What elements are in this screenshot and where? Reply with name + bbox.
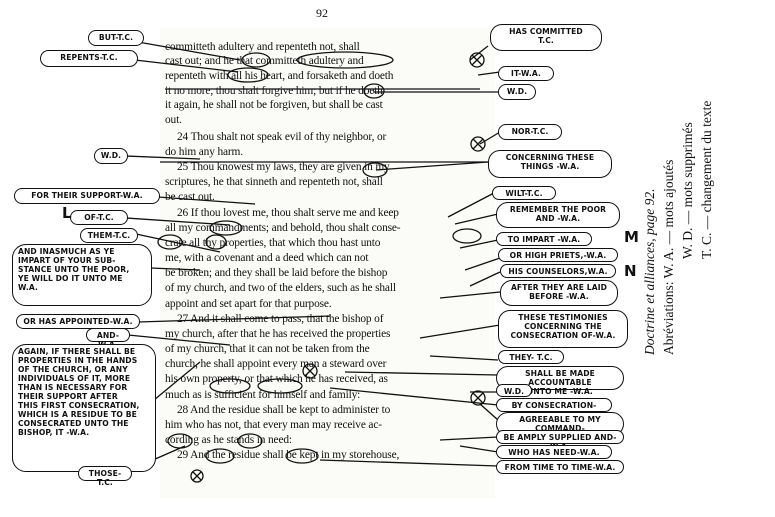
scripture-line: it no more, thou shalt forgive him; but … bbox=[165, 85, 383, 97]
scripture-line: crate all thy properties, that which tho… bbox=[165, 237, 381, 249]
scripture-line: my church, after that he has received th… bbox=[165, 328, 391, 340]
annotation-has-appointed: OR HAS APPOINTED-W.A. bbox=[16, 314, 140, 329]
scripture-line: be broken; and they shall be laid before… bbox=[165, 267, 388, 279]
scripture-line: cast out; and he that committeth adulter… bbox=[165, 55, 364, 67]
annotation-time-to-time: FROM TIME TO TIME-W.A. bbox=[496, 460, 624, 474]
scripture-line: 27 And it shall come to pass, that the b… bbox=[177, 313, 384, 325]
scripture-line: 28 And the residue shall be kept to admi… bbox=[177, 404, 391, 416]
scripture-line: me, with a covenant and a deed which can… bbox=[165, 252, 369, 264]
annotation-inasmuch: AND INASMUCH AS YE IMPART OF YOUR SUB- S… bbox=[12, 244, 152, 306]
annotation-of: OF-T.C. bbox=[70, 210, 128, 225]
annotation-again-if: AGAIN, IF THERE SHALL BE PROPERTIES IN T… bbox=[12, 344, 156, 472]
annotation-amply: BE AMPLY SUPPLIED AND-W.A. bbox=[496, 430, 624, 451]
annotation-they: THEY- T.C. bbox=[498, 350, 564, 364]
scripture-line: out. bbox=[165, 114, 182, 126]
annotation-his-counselors: HIS COUNSELORS,W.A. bbox=[500, 264, 616, 278]
scripture-line: 24 Thou shalt not speak evil of thy neig… bbox=[177, 131, 387, 143]
scripture-line: repenteth with all his heart, and forsak… bbox=[165, 70, 394, 82]
scripture-line: appoint and set apart for that purpose. bbox=[165, 298, 332, 310]
annotation-who-has-need: WHO HAS NEED-W.A. bbox=[496, 445, 612, 459]
margin-letter-l: L bbox=[62, 204, 72, 222]
annotation-wd-3: W.D. bbox=[496, 384, 532, 397]
scripture-line: much as is sufficient for himself and fa… bbox=[165, 389, 361, 401]
annotation-to-impart: TO IMPART -W.A. bbox=[496, 232, 592, 246]
annotation-wd-2: W.D. bbox=[498, 84, 536, 100]
annotation-remember-poor: REMEMBER THE POOR AND -W.A. bbox=[496, 202, 620, 228]
abbreviation-legend: Doctrine et alliances, page 92. Abréviat… bbox=[640, 35, 716, 505]
annotation-repents: REPENTS-T.C. bbox=[40, 50, 138, 67]
legend-title: Doctrine et alliances, page 92. bbox=[642, 188, 657, 355]
annotation-nor: NOR-T.C. bbox=[498, 124, 562, 140]
annotation-by-consecration: BY CONSECRATION-W.A. bbox=[496, 398, 612, 419]
legend-wd: W. D. — mots supprimés bbox=[680, 122, 695, 259]
annotation-it: IT-W.A. bbox=[498, 66, 554, 81]
annotation-wilt: WILT-T.C. bbox=[492, 186, 556, 200]
scripture-line: do him any harm. bbox=[165, 146, 243, 158]
annotation-concerning-things: CONCERNING THESE THINGS -W.A. bbox=[488, 150, 612, 178]
margin-letter-n: N bbox=[624, 262, 637, 280]
legend-wa: Abréviations: W. A. — mots ajoutés bbox=[661, 159, 676, 355]
annotation-and: AND-W.A. bbox=[86, 328, 130, 349]
scripture-line: it again, he shall not be forgiven, but … bbox=[165, 99, 383, 111]
scripture-line: committeth adultery and repenteth not, s… bbox=[165, 41, 360, 53]
annotation-after-laid: AFTER THEY ARE LAID BEFORE -W.A. bbox=[500, 280, 618, 306]
margin-letter-m: M bbox=[624, 228, 639, 246]
scripture-scan bbox=[160, 28, 495, 498]
annotation-wd-1: W.D. bbox=[94, 148, 128, 164]
scripture-line: of my church, that it can not be taken f… bbox=[165, 343, 370, 355]
annotation-high-priests: OR HIGH PRIETS,-W.A. bbox=[498, 248, 618, 262]
annotation-those: THOSE-T.C. bbox=[78, 466, 132, 487]
scripture-line: church, he shall appoint every man a ste… bbox=[165, 358, 387, 370]
scripture-line: him who has not, that every man may rece… bbox=[165, 419, 382, 431]
annotation-but: BUT-T.C. bbox=[88, 30, 144, 46]
scripture-line: 25 Thou knowest my laws, they are given … bbox=[177, 161, 390, 173]
page-number: 92 bbox=[316, 6, 328, 20]
scripture-line: scriptures, he that sinneth and repentet… bbox=[165, 176, 383, 188]
scripture-line: 26 If thou lovest me, thou shalt serve m… bbox=[177, 207, 399, 219]
annotation-has-committed: HAS COMMITTED T.C. bbox=[490, 24, 602, 51]
legend-tc: T. C. — changement du texte bbox=[699, 100, 714, 259]
annotation-for-their-support: FOR THEIR SUPPORT-W.A. bbox=[14, 188, 160, 204]
annotation-accountable: SHALL BE MADE ACCOUNTABLE UNTO ME -W.A. bbox=[496, 366, 624, 396]
scripture-line: of my church, and two of the elders, suc… bbox=[165, 282, 396, 294]
annotation-testimonies: THESE TESTIMONIES CONCERNING THE CONSECR… bbox=[498, 310, 628, 348]
annotation-them: THEM-T.C. bbox=[80, 228, 138, 243]
